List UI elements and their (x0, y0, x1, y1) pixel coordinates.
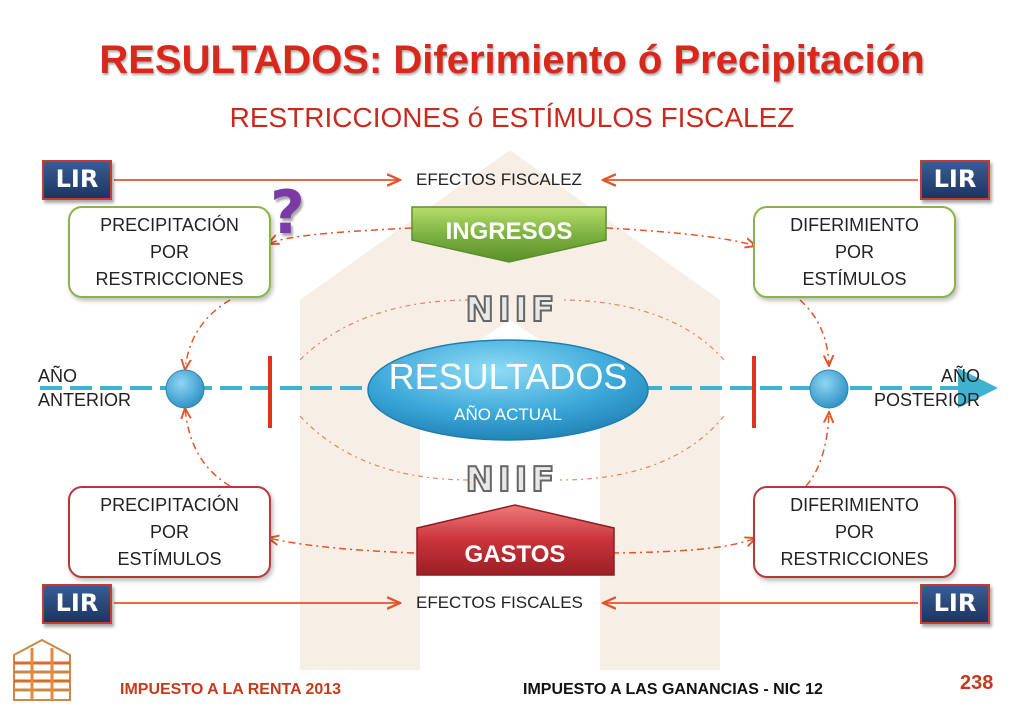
box-line: ESTÍMULOS (802, 268, 907, 289)
side-line: AÑO (940, 366, 980, 386)
flow-center-lower-left (299, 415, 471, 481)
niif-label-top: NIIF (465, 289, 559, 331)
box-line: POR (149, 241, 189, 262)
flow-center-upper-right (559, 299, 725, 361)
flow-ingresos-to-precipitacion (268, 227, 413, 244)
page-subtitle: RESTRICCIONES ó ESTÍMULOS FISCALEZ (229, 102, 795, 133)
flow-diferimiento-to-posterior-low (805, 412, 829, 487)
lir-badge-bottom-left: LIR (42, 584, 112, 624)
box-line: DIFERIMIENTO (790, 494, 919, 515)
box-line: RESTRICCIONES (780, 548, 929, 569)
gastos-label: GASTOS (465, 541, 566, 568)
side-line: POSTERIOR (873, 390, 980, 410)
question-mark: ? (270, 178, 305, 248)
flow-ingresos-to-diferimiento (605, 227, 756, 246)
ano-actual-label: AÑO ACTUAL (454, 405, 562, 424)
ingresos-shape: INGRESOS (411, 206, 607, 263)
resultados-oval: RESULTADOS AÑO ACTUAL (367, 339, 649, 441)
ano-posterior-label: AÑO POSTERIOR (874, 364, 980, 412)
box-line: PRECIPITACIÓN (100, 494, 239, 515)
side-line: AÑO (38, 366, 78, 386)
box-line: DIFERIMIENTO (790, 214, 919, 235)
gastos-shape: GASTOS (416, 504, 615, 576)
flow-gastos-to-precipitacion (268, 538, 415, 554)
flow-center-lower-right (559, 415, 725, 481)
box-line: RESTRICCIONES (95, 268, 244, 289)
box-precipitacion-restricciones: PRECIPITACIÓN POR RESTRICCIONES (68, 206, 271, 298)
footer-right: IMPUESTO A LAS GANANCIAS - NIC 12 (523, 681, 823, 698)
side-line: ANTERIOR (38, 390, 132, 410)
top-effects-label: EFECTOS FISCALEZ (416, 170, 582, 189)
footer-left: IMPUESTO A LA RENTA 2013 (120, 681, 342, 698)
box-diferimiento-restricciones: DIFERIMIENTO POR RESTRICCIONES (753, 486, 956, 578)
page-title: RESULTADOS: Diferimiento ó Precipitación (99, 38, 925, 82)
year-posterior-node (809, 369, 849, 409)
bottom-effects-label: EFECTOS FISCALES (416, 593, 583, 612)
ingresos-label: INGRESOS (446, 218, 573, 245)
year-anterior-node (165, 369, 205, 409)
page-number: 238 (960, 672, 994, 694)
flow-gastos-to-diferimiento (611, 538, 756, 554)
box-line: POR (834, 521, 874, 542)
ano-anterior-label: AÑO ANTERIOR (38, 364, 131, 412)
box-line: POR (834, 241, 874, 262)
flow-center-upper-left (299, 299, 471, 361)
background-watermark (300, 150, 720, 670)
lir-badge-bottom-right: LIR (920, 584, 990, 624)
box-line: PRECIPITACIÓN (100, 214, 239, 235)
box-diferimiento-estimulos: DIFERIMIENTO POR ESTÍMULOS (753, 206, 956, 298)
resultados-label: RESULTADOS (389, 356, 628, 397)
flow-diferimiento-to-posterior (799, 299, 829, 366)
lir-badge-top-right: LIR (920, 160, 990, 200)
lir-badge-top-left: LIR (42, 160, 112, 200)
flow-precipitacion-to-anterior (185, 299, 231, 370)
box-precipitacion-estimulos: PRECIPITACIÓN POR ESTÍMULOS (68, 486, 271, 578)
box-line: POR (149, 521, 189, 542)
box-line: ESTÍMULOS (117, 548, 222, 569)
niif-label-bottom: NIIF (465, 459, 559, 501)
building-logo (13, 638, 71, 701)
